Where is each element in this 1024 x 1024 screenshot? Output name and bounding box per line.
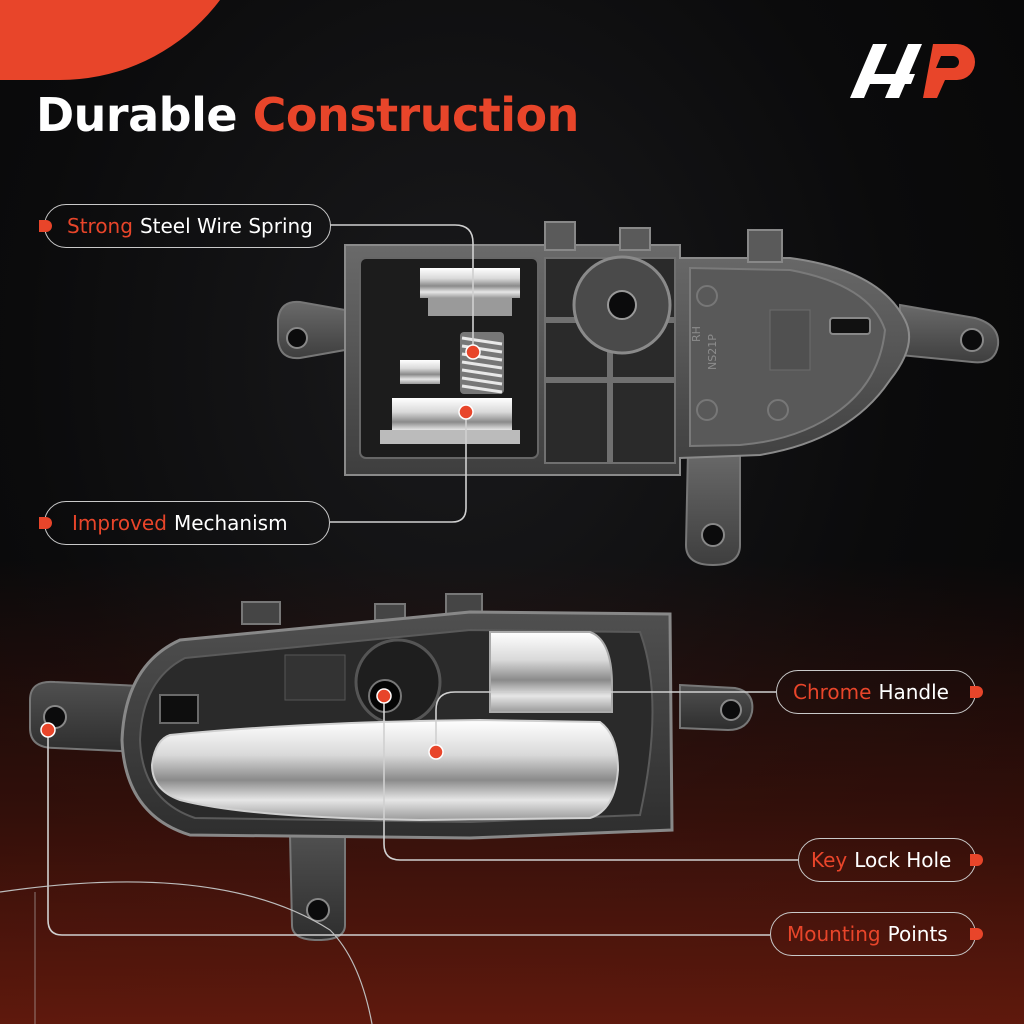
callout-chrome-handle: Chrome Handle [776, 670, 976, 714]
part-marking-number: NS21P [706, 334, 719, 370]
callout-mounting-points: Mounting Points [770, 912, 976, 956]
callout-text: Steel Wire Spring [139, 214, 313, 238]
callout-improved-mechanism: Improved Mechanism [44, 501, 330, 545]
target-dot-mechanism [458, 404, 474, 420]
pill-marker-icon [968, 926, 984, 942]
callout-text: Lock Hole [854, 848, 952, 872]
pill-marker-icon [968, 684, 984, 700]
handle-back-view: RH NS21P [277, 221, 1000, 567]
callout-highlight: Chrome [793, 680, 872, 704]
callout-text: Points [887, 922, 948, 946]
callout-leader-lines [47, 224, 798, 936]
target-dot-chrome-handle [428, 744, 444, 760]
target-dot-mounting [40, 722, 56, 738]
handle-front-view [29, 593, 754, 942]
decorative-curve [0, 881, 373, 1024]
target-dot-lock-hole [376, 688, 392, 704]
brand-logo-icon [850, 44, 975, 98]
callout-highlight: Mounting [787, 922, 881, 946]
title-part-red: Construction [252, 88, 580, 142]
callout-highlight: Strong [67, 214, 133, 238]
steel-spring-icon [460, 332, 504, 394]
pill-marker-icon [968, 852, 984, 868]
callout-highlight: Key [811, 848, 848, 872]
callout-highlight: Improved [72, 511, 167, 535]
callout-target-dots [40, 344, 481, 760]
part-marking-rh: RH [690, 326, 703, 342]
title-part-white: Durable [36, 88, 238, 142]
callout-steel-wire-spring: Strong Steel Wire Spring [44, 204, 331, 248]
callout-key-lock-hole: Key Lock Hole [798, 838, 976, 882]
page-title: Durable Construction [36, 88, 579, 142]
pill-marker-icon [37, 515, 53, 531]
target-dot-spring [465, 344, 481, 360]
callout-text: Mechanism [173, 511, 288, 535]
key-lock-hole-icon [354, 638, 442, 726]
pill-marker-icon [37, 218, 53, 234]
callout-text: Handle [878, 680, 949, 704]
